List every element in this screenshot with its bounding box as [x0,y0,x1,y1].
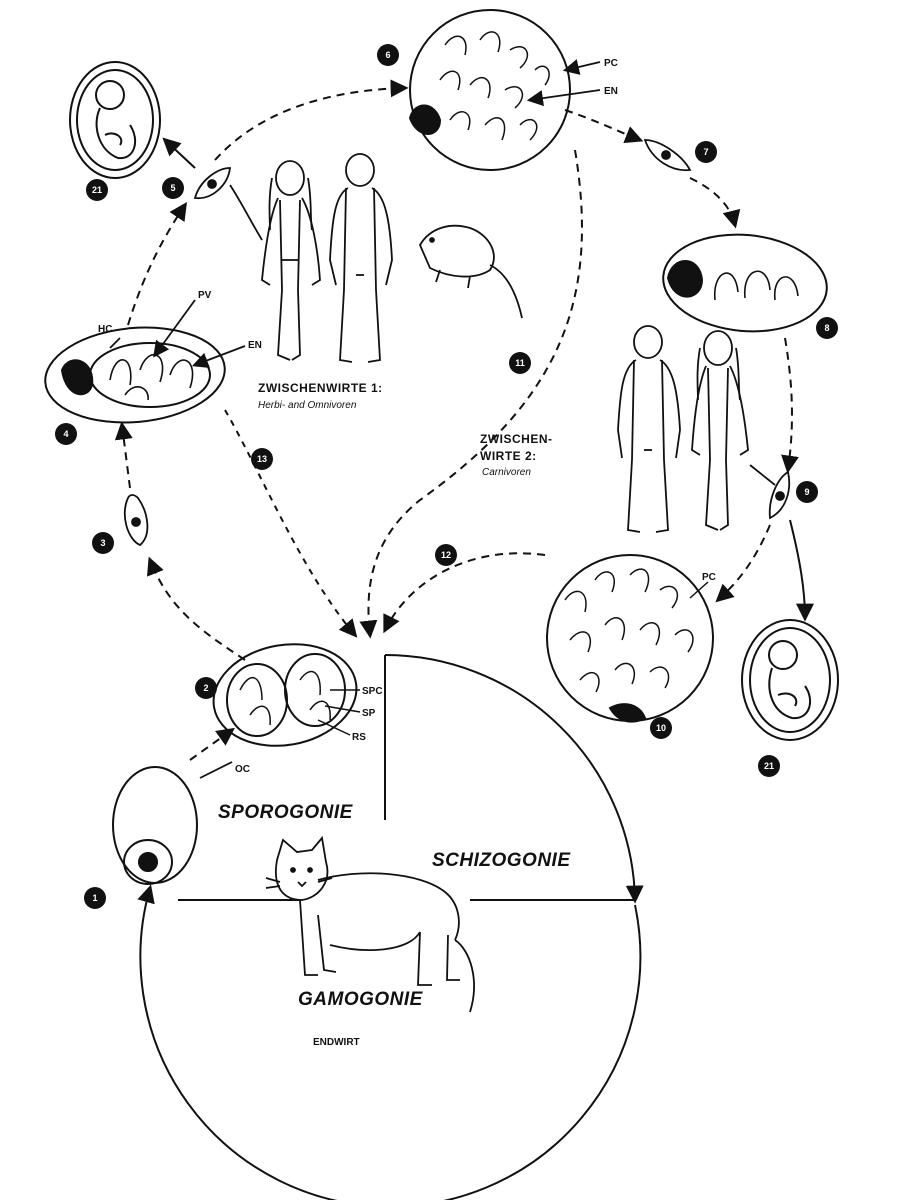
svg-text:7: 7 [703,147,708,157]
svg-text:8: 8 [824,323,829,333]
step-number-8: 8 [816,317,838,339]
tissue-cyst-10 [547,555,713,722]
svg-text:3: 3 [100,538,105,548]
step-number-3: 3 [92,532,114,554]
arrow-host2-to-9 [750,465,775,485]
label-intermediate-host-1-title: ZWISCHENWIRTE 1: [258,381,383,395]
sporulated-oocyst [205,633,364,756]
label-spc: SPC [362,686,383,697]
label-rs: RS [352,732,366,743]
svg-text:10: 10 [656,723,666,733]
gamogonie-arc [140,888,640,1200]
label-en-top: EN [604,86,618,97]
arrow-7-to-8 [690,178,735,225]
svg-text:6: 6 [385,50,390,60]
tachyzoite-9 [770,472,789,518]
fetus-left [70,62,160,178]
label-oc: OC [235,764,250,775]
label-sp: SP [362,708,376,719]
step-number-6: 6 [377,44,399,66]
step-number-7: 7 [695,141,717,163]
step-number-4: 4 [55,423,77,445]
step-number-2: 2 [195,677,217,699]
human-female-left [262,161,320,360]
arrow-6-to-cat [368,150,582,635]
arrow-10-to-cat [385,553,545,630]
label-en-left: EN [248,340,262,351]
svg-text:13: 13 [257,454,267,464]
svg-text:4: 4 [63,429,68,439]
arrow-6-to-7 [565,110,640,140]
label-pc-top: PC [604,58,618,69]
label-intermediate-host-2-line2: WIRTE 2: [480,449,537,463]
arrow-4-to-cat [225,410,355,635]
label-gamogonie: GAMOGONIE [298,989,424,1010]
oc-pointer [200,762,232,778]
arrow-3-to-4 [122,425,130,488]
label-sporogonie: SPOROGONIE [218,802,354,823]
svg-text:21: 21 [92,185,102,195]
svg-text:9: 9 [804,487,809,497]
svg-text:5: 5 [170,183,175,193]
svg-text:1: 1 [92,893,97,903]
step-number-5: 5 [162,177,184,199]
host-cell-4-pointers [110,300,245,365]
label-pv: PV [198,290,212,301]
step-number-12: 12 [435,544,457,566]
host-cell-4 [41,320,229,429]
sporozoite-3 [125,495,148,545]
tissue-cyst-6-pointers [530,62,600,100]
arrow-9-to-10 [718,525,770,600]
step-number-11: 11 [509,352,531,374]
step-number-1: 1 [84,887,106,909]
step-number-10: 10 [650,717,672,739]
svg-text:12: 12 [441,550,451,560]
label-intermediate-host-2-line1: ZWISCHEN- [480,432,553,446]
bradyzoite-7 [645,140,690,170]
arrow-8-to-9 [785,338,792,470]
svg-text:2: 2 [203,683,208,693]
arrow-4-to-5 [128,205,185,325]
oocyst [113,767,197,884]
arrow-1-to-2 [190,730,232,760]
human-female-right [692,331,748,530]
step-number-21-left: 21 [86,179,108,201]
label-schizogonie: SCHIZOGONIE [432,850,571,871]
tachyzoite-5 [195,168,230,198]
step-number-9: 9 [796,481,818,503]
human-male-left [330,154,392,362]
arrow-5-to-fetus-left [165,140,195,168]
tissue-cyst-6 [410,10,570,170]
definitive-host-cycle [140,655,640,1200]
step-number-21-right: 21 [758,755,780,777]
label-hc: HC [98,324,112,335]
host-cell-8 [659,228,831,338]
rodent [420,226,522,318]
oocyst-nucleus [139,853,157,871]
label-endwirt: ENDWIRT [313,1037,360,1048]
arrow-host1-to-5 [230,185,262,240]
svg-text:11: 11 [515,358,525,368]
svg-text:21: 21 [764,761,774,771]
human-male-right [618,326,680,532]
label-pc-right: PC [702,572,716,583]
arrow-2-to-3 [150,560,245,660]
fetus-right [742,620,838,740]
label-intermediate-host-1-sub: Herbi- and Omnivoren [258,400,357,411]
arrow-5-to-6 [215,88,405,160]
arrow-9-to-fetus-right [790,520,805,618]
label-intermediate-host-2-sub: Carnivoren [482,467,531,478]
step-number-13: 13 [251,448,273,470]
